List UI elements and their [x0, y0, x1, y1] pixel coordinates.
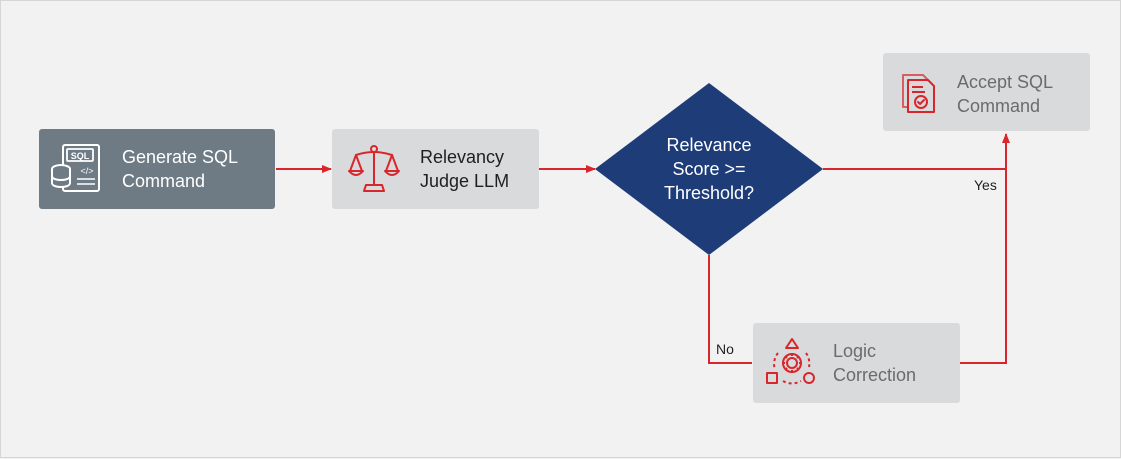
svg-text:SQL: SQL	[71, 151, 90, 161]
node-logic-correction: Logic Correction	[753, 323, 960, 403]
judge-label-line2: Judge LLM	[420, 171, 510, 191]
arrow-no-to-correction	[708, 255, 752, 364]
decision-label: Relevance Score >= Threshold?	[615, 133, 803, 205]
arrow-yes-to-accept	[823, 133, 1010, 170]
scales-icon	[348, 145, 400, 192]
accept-label-line2: Command	[957, 96, 1041, 116]
node-accept-sql: Accept SQL Command	[883, 53, 1090, 131]
decision-label-line3: Threshold?	[663, 183, 755, 203]
correction-label-line1: Logic	[833, 341, 877, 361]
accept-label-line1: Accept SQL	[957, 72, 1054, 92]
arrow-correction-to-accept	[960, 169, 1007, 364]
svg-text:</>: </>	[80, 166, 93, 176]
decision-diamond	[595, 83, 823, 255]
decision-label-line1: Relevance	[666, 135, 752, 155]
approved-documents-icon	[902, 74, 935, 113]
correction-label-line2: Correction	[833, 365, 917, 385]
judge-label-line1: Relevancy	[420, 147, 505, 167]
node-relevancy-judge: Relevancy Judge LLM	[332, 129, 539, 209]
shapes-gear-icon	[766, 338, 815, 385]
edge-label-yes: Yes	[974, 177, 997, 193]
node-generate-sql: SQL </> Generate SQL Command	[39, 129, 275, 209]
generate-label-line1: Generate SQL	[122, 147, 239, 167]
sql-database-icon: SQL </>	[51, 144, 100, 192]
decision-label-line2: Score >=	[672, 159, 746, 179]
generate-label-line2: Command	[122, 171, 206, 191]
edge-label-no: No	[716, 341, 734, 357]
